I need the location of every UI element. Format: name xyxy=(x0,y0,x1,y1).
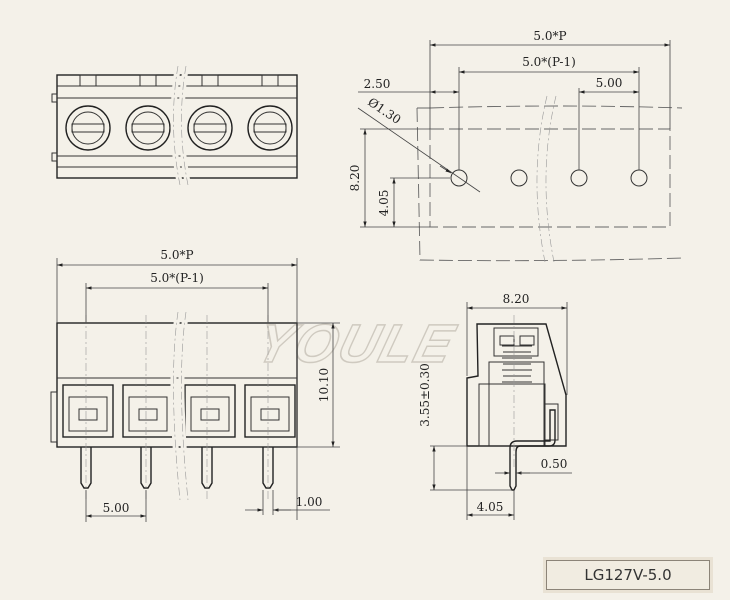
screw-heads xyxy=(65,105,293,151)
model-number: LG127V-5.0 xyxy=(546,560,710,590)
dim-edge-offset: 2.50 xyxy=(364,77,391,91)
dim-height: 10.10 xyxy=(317,368,331,402)
side-section-view: 8.20 3.55±0.30 0.50 4.05 xyxy=(418,292,572,520)
dim-depth: 8.20 xyxy=(348,165,362,192)
front-view: 5.0*P 5.0*(P-1) 10.10 5.00 1.00 xyxy=(50,248,340,522)
dim-hole-diameter: Ø1.30 xyxy=(365,95,403,127)
dim-pin-width: 1.00 xyxy=(296,495,323,509)
pin-holes xyxy=(450,169,648,187)
dim-pin-offset: 4.05 xyxy=(477,500,504,514)
top-view xyxy=(51,65,298,186)
pcb-footprint-view: 5.0*P 5.0*(P-1) 5.00 2.50 Ø1.30 8.20 4.0… xyxy=(348,29,683,263)
dim-front-total-width: 5.0*P xyxy=(160,248,193,262)
dim-hole-offset: 4.05 xyxy=(377,190,391,217)
dim-pitch: 5.00 xyxy=(596,76,623,90)
dim-pitch-span: 5.0*(P-1) xyxy=(522,55,576,69)
model-label-box: LG127V-5.0 xyxy=(543,557,713,593)
dim-pin-length: 3.55±0.30 xyxy=(418,363,432,427)
dim-front-pitch: 5.00 xyxy=(103,501,130,515)
dim-front-pitch-span: 5.0*(P-1) xyxy=(150,271,204,285)
dim-pin-thickness: 0.50 xyxy=(541,457,568,471)
dim-total-width: 5.0*P xyxy=(533,29,566,43)
dim-side-depth: 8.20 xyxy=(503,292,530,306)
